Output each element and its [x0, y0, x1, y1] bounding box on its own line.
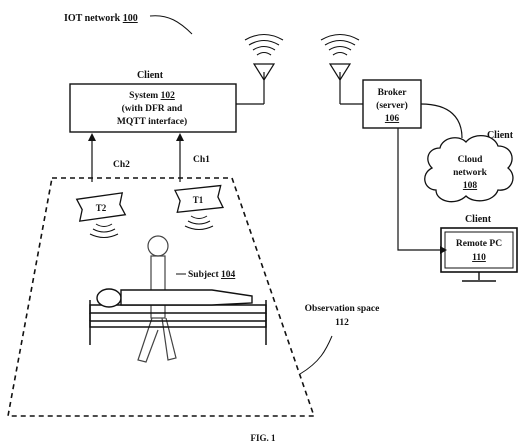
cloud-shape [424, 135, 514, 203]
remote-pc-ref: 110 [472, 253, 486, 263]
figure-caption: FIG. 1 [250, 433, 276, 443]
remote-pc-role-label: Client [465, 214, 492, 225]
network-label: IOT network 100 [64, 13, 138, 24]
transceiver-t2-icon [75, 192, 127, 222]
transceiver-t2-label: T2 [96, 203, 107, 213]
t2-signal-icon [89, 223, 119, 238]
lying-subject-figure [96, 288, 253, 308]
system-box [69, 83, 237, 133]
cloud-title: Cloud [458, 155, 484, 165]
broker-cloud-link [420, 103, 463, 139]
system-interface: MQTT interface) [117, 116, 187, 127]
observation-space-ref: 112 [335, 318, 349, 328]
system-signal-icon [244, 33, 284, 56]
broker-subtitle: (server) [376, 100, 408, 111]
t1-signal-icon [184, 215, 214, 230]
broker-signal-icon [320, 33, 360, 56]
broker-ref: 106 [385, 114, 400, 124]
subject-label: Subject 104 [188, 270, 236, 280]
observation-pointer [299, 335, 333, 375]
observation-space-label: Observation space [305, 304, 380, 314]
cloud-ref: 108 [463, 181, 478, 191]
transceiver-t1-icon [173, 184, 225, 213]
ch2-label: Ch2 [113, 160, 130, 170]
system-title: System 102 [129, 91, 175, 101]
ch2-arrowhead [88, 133, 96, 141]
remote-pc-title: Remote PC [456, 239, 502, 249]
cloud-subtitle: network [453, 168, 487, 178]
broker-pc-link [397, 128, 440, 251]
broker-antenna-icon [328, 63, 363, 105]
ch1-arrowhead [176, 133, 184, 141]
cloud-role-label: Client [487, 130, 514, 141]
network-pointer [149, 15, 193, 35]
remote-pc-monitor-icon [440, 227, 518, 282]
system-role-label: Client [137, 70, 164, 81]
observation-space-boundary [7, 177, 316, 417]
system-subtitle: (with DFR and [122, 103, 183, 114]
standing-person-figure [137, 235, 177, 363]
ch1-label: Ch1 [193, 155, 210, 165]
bed-icon [89, 300, 267, 345]
broker-title: Broker [378, 88, 408, 98]
transceiver-t1-label: T1 [193, 195, 204, 205]
system-antenna-icon [236, 63, 276, 105]
